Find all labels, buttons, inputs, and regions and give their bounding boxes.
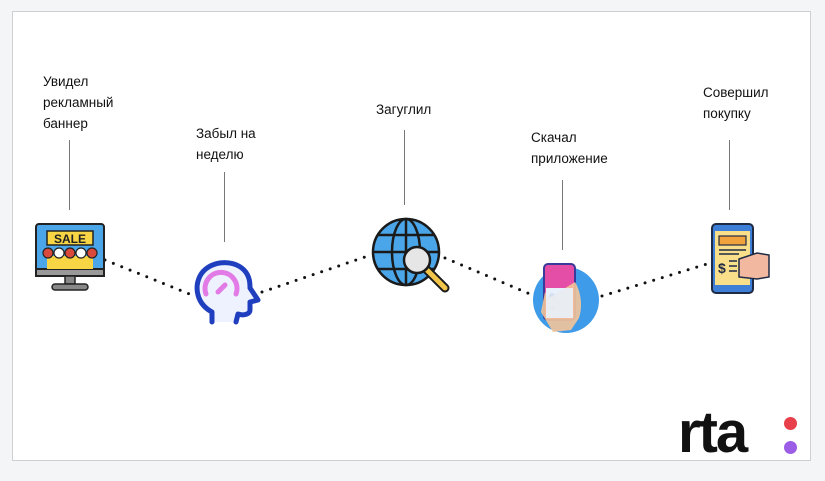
head-gauge-icon [194, 260, 261, 325]
step-label-purchased: Совершил покупку [703, 85, 769, 121]
step-connector [404, 130, 405, 205]
step-label-downloaded-app: Скачал приложение [531, 130, 608, 166]
rta-logo: rta [678, 400, 748, 465]
sale-sign-text: SALE [54, 232, 86, 246]
step-connector [224, 172, 225, 242]
step-connector [69, 140, 70, 210]
logo-dot-purple [784, 441, 797, 454]
step-label-saw-banner: Увидел рекламный баннер [43, 74, 114, 131]
mobile-payment-icon: $ [711, 223, 770, 294]
sale-monitor-icon: SALE [35, 223, 105, 291]
step-connector [562, 180, 563, 250]
step-label-googled: Загуглил [376, 102, 432, 117]
globe-search-icon [371, 217, 450, 293]
step-connector [729, 140, 730, 210]
phone-hand-icon [533, 263, 599, 333]
logo-dot-red [784, 417, 797, 430]
svg-text:$: $ [718, 260, 726, 276]
step-label-forgot: Забыл на неделю [196, 126, 256, 162]
